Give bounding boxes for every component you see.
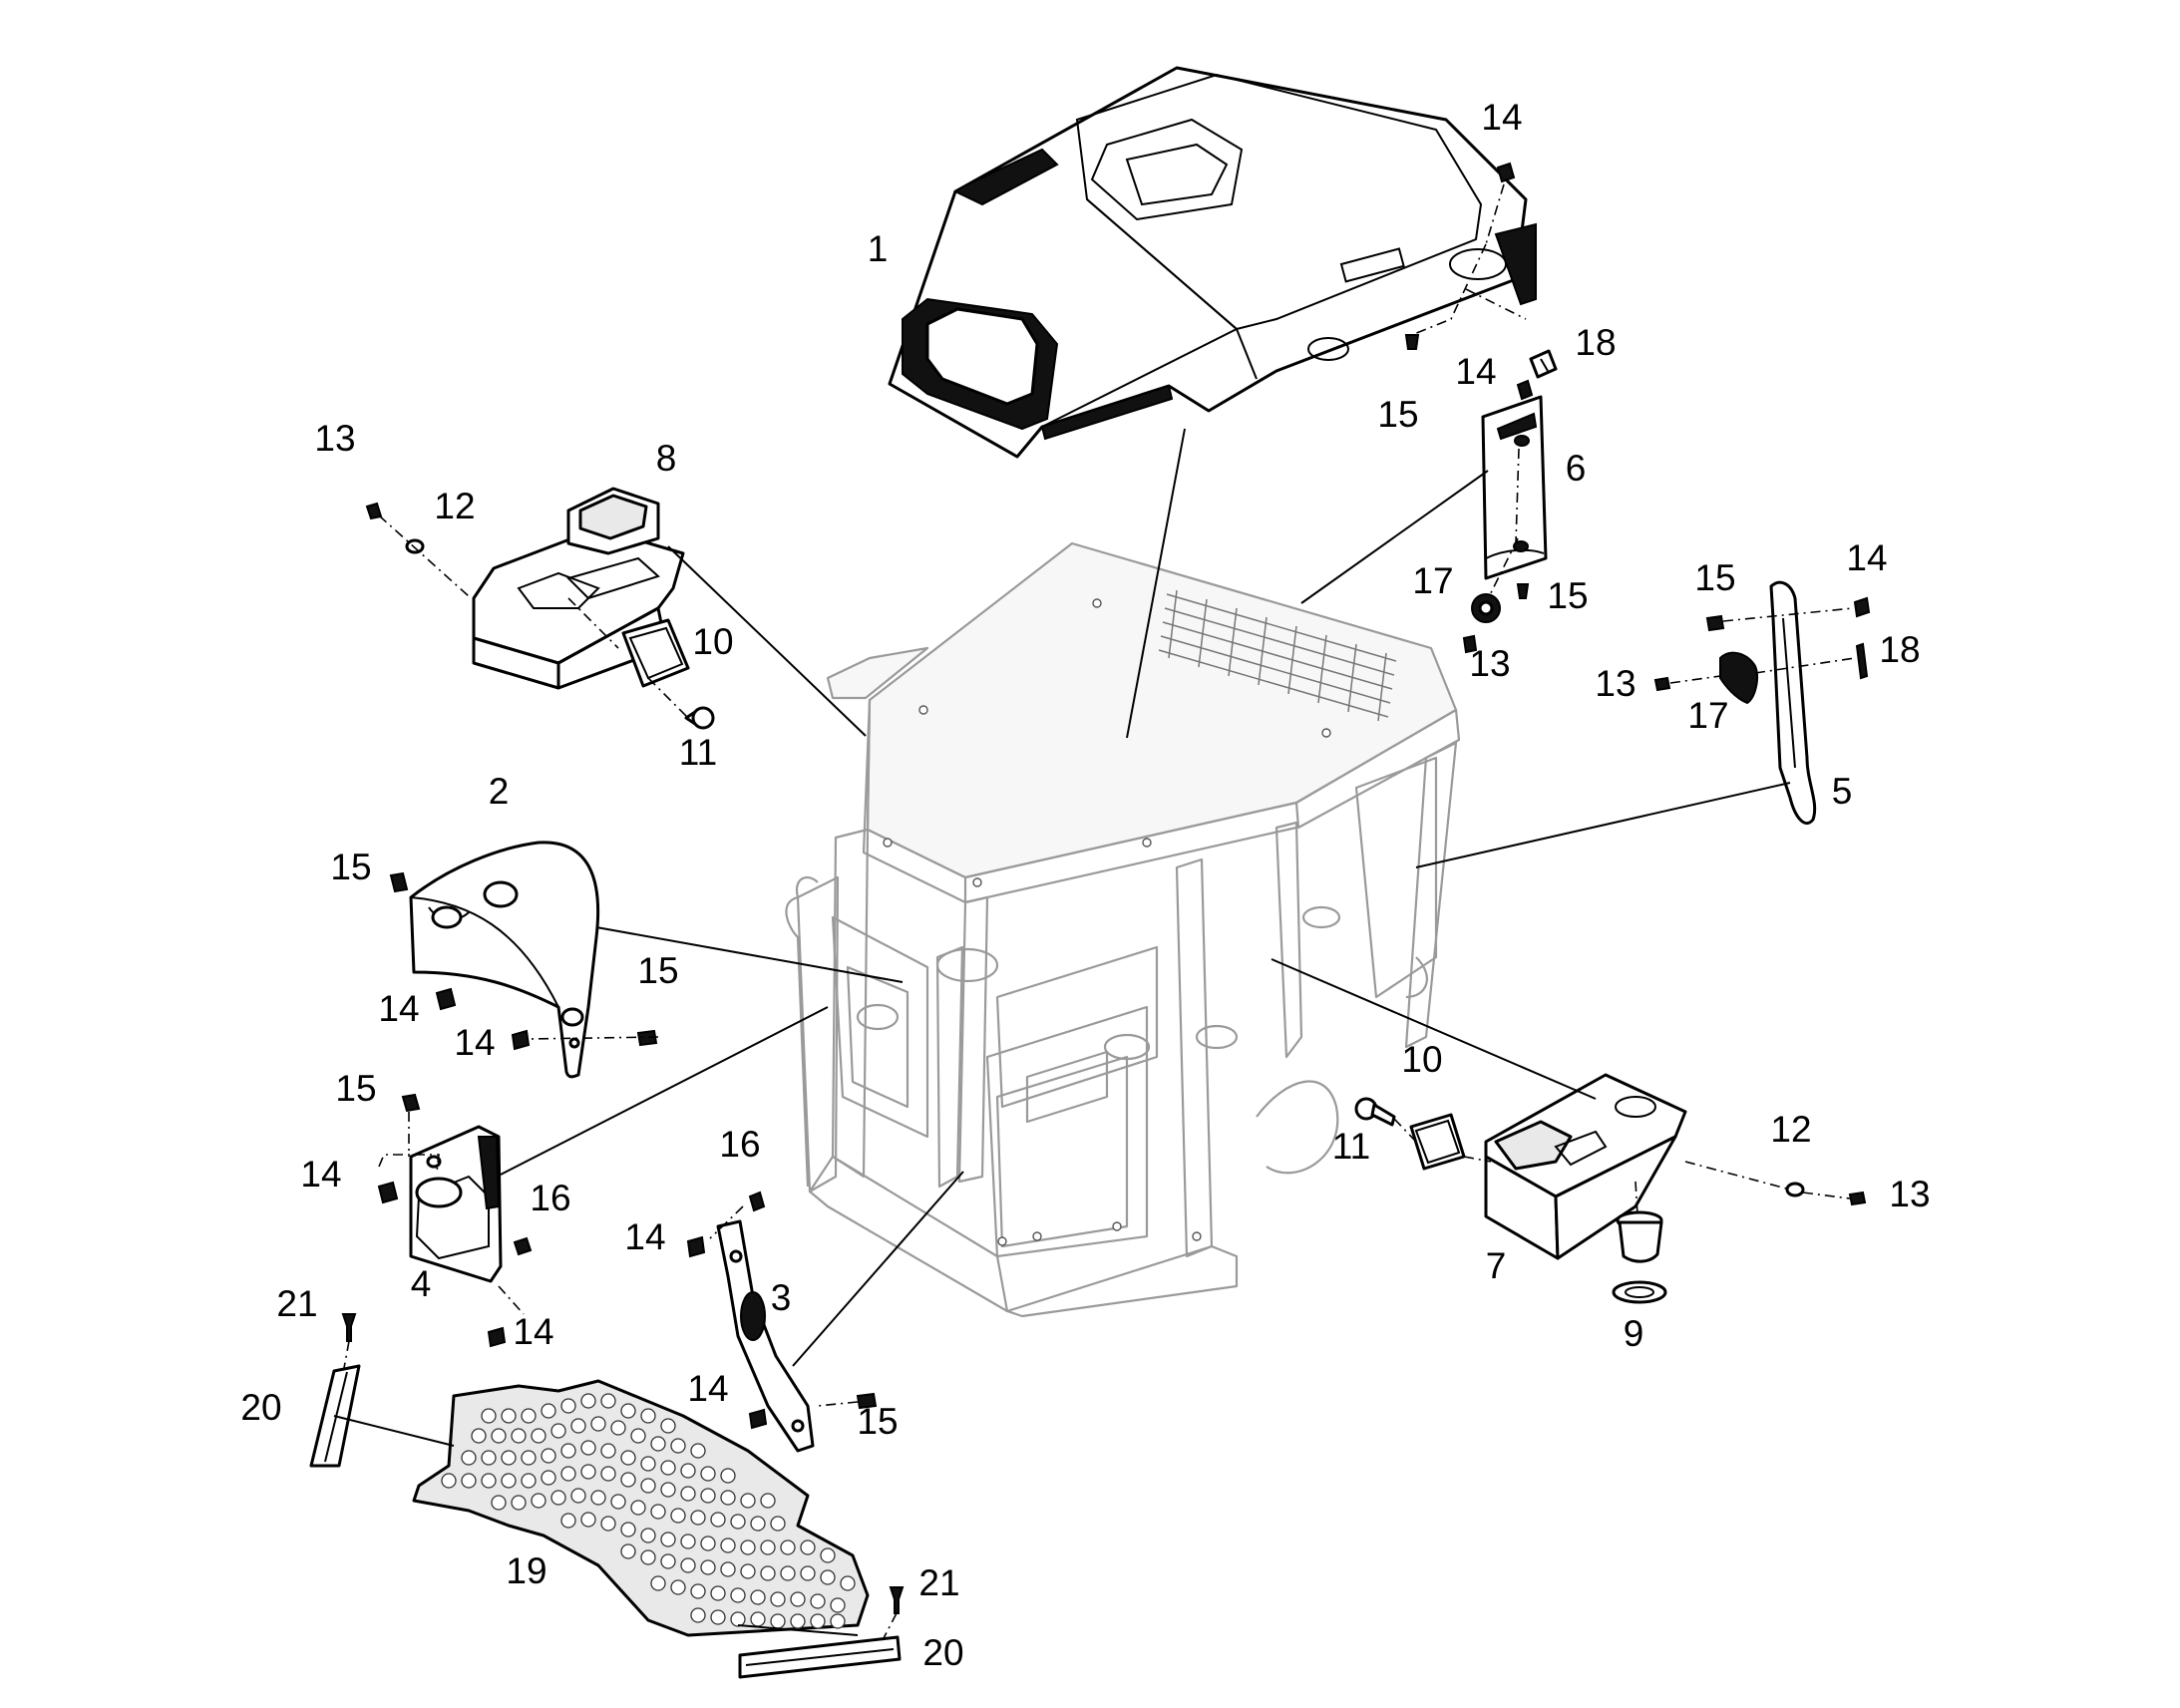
callout-c-12-b: 12 xyxy=(1770,1109,1811,1150)
callout-c-15-c: 15 xyxy=(1694,557,1735,598)
callout-c-13-b: 13 xyxy=(1595,663,1635,704)
part-21-screw-left xyxy=(341,1313,357,1342)
callout-c-10-b: 10 xyxy=(1401,1039,1442,1080)
part-10-left-plate xyxy=(621,618,690,688)
frame-bolts xyxy=(883,598,1331,1246)
callout-c-11-a: 11 xyxy=(679,732,717,773)
fasteners xyxy=(377,162,1871,1430)
part-17-upper-handle xyxy=(1471,593,1501,623)
callout-c-18-a: 18 xyxy=(1575,322,1616,363)
callout-c-5: 5 xyxy=(1832,771,1853,812)
part-10-right-plate xyxy=(1409,1113,1466,1171)
callout-c-15-g: 15 xyxy=(857,1401,898,1442)
callout-c-13-d: 13 xyxy=(1889,1174,1930,1214)
part-21-screw-bottom xyxy=(889,1586,905,1614)
callout-c-12-a: 12 xyxy=(434,486,475,526)
part-7-right-console xyxy=(1484,1073,1687,1260)
callout-c-14-i: 14 xyxy=(687,1368,728,1409)
callout-c-15-d: 15 xyxy=(330,847,371,887)
part-20-rail-bottom xyxy=(738,1635,902,1679)
callout-c-4: 4 xyxy=(411,1263,432,1304)
callout-c-2: 2 xyxy=(489,771,510,812)
callout-c-15-b: 15 xyxy=(1547,575,1588,616)
callout-c-14-c: 14 xyxy=(1846,537,1887,578)
part-5-right-strip xyxy=(1769,580,1817,826)
leader-lines xyxy=(333,183,1856,1641)
callout-c-13-c: 13 xyxy=(314,418,355,459)
part-9-cup xyxy=(1612,1210,1667,1304)
callout-c-15-f: 15 xyxy=(335,1068,376,1109)
part-18-right-clip xyxy=(1855,642,1869,680)
callout-c-14-g: 14 xyxy=(513,1311,553,1352)
callout-c-14-h: 14 xyxy=(624,1216,665,1257)
callout-c-16-a: 16 xyxy=(530,1178,570,1218)
cab-frame xyxy=(785,541,1461,1318)
callout-c-21-a: 21 xyxy=(276,1283,317,1324)
callout-c-14-b: 14 xyxy=(1455,351,1496,392)
callout-c-8: 8 xyxy=(656,438,677,479)
callout-c-15-e: 15 xyxy=(637,950,678,991)
part-13-right-screw xyxy=(1848,1191,1867,1206)
callout-c-14-a: 14 xyxy=(1481,97,1522,138)
callout-c-1: 1 xyxy=(868,228,889,269)
callout-c-17-a: 17 xyxy=(1412,560,1453,601)
part-3-center-strip xyxy=(716,1219,815,1453)
part-17-right-handle xyxy=(1719,651,1758,705)
callout-c-20-b: 20 xyxy=(922,1632,963,1673)
callout-c-14-e: 14 xyxy=(454,1022,495,1063)
part-12-left-washer xyxy=(405,538,425,554)
roof-vent-grid xyxy=(1158,589,1397,722)
callout-c-6: 6 xyxy=(1566,448,1587,489)
callout-c-10-a: 10 xyxy=(692,621,733,662)
callout-c-11-b: 11 xyxy=(1332,1126,1370,1167)
callout-c-14-f: 14 xyxy=(300,1154,341,1195)
part-18-upper-clip xyxy=(1529,349,1558,379)
part-11-right-knob xyxy=(1354,1097,1396,1127)
part-19-floor-mat xyxy=(412,1379,870,1637)
part-6-right-trim xyxy=(1480,395,1548,614)
part-12-right-washer xyxy=(1785,1182,1805,1197)
callout-c-9: 9 xyxy=(1624,1313,1644,1354)
part-11-left-knob xyxy=(684,706,715,730)
callout-c-15-a: 15 xyxy=(1377,394,1418,435)
part-4-lower-pillar xyxy=(409,1125,503,1283)
callout-c-18-b: 18 xyxy=(1879,629,1920,670)
callout-c-14-d: 14 xyxy=(378,988,419,1029)
callout-c-21-b: 21 xyxy=(918,1562,959,1603)
callout-c-19: 19 xyxy=(506,1550,546,1591)
callout-c-20-a: 20 xyxy=(240,1387,281,1428)
part-2-pillar-trim xyxy=(409,841,600,1079)
callout-c-3: 3 xyxy=(771,1277,792,1318)
callout-c-13-a: 13 xyxy=(1469,643,1510,684)
part-1-roof-panel xyxy=(888,66,1537,459)
floor-mat-pattern xyxy=(441,1393,856,1629)
callout-c-16-b: 16 xyxy=(719,1124,760,1165)
callout-c-7: 7 xyxy=(1486,1245,1507,1286)
callout-c-17-b: 17 xyxy=(1687,695,1728,736)
